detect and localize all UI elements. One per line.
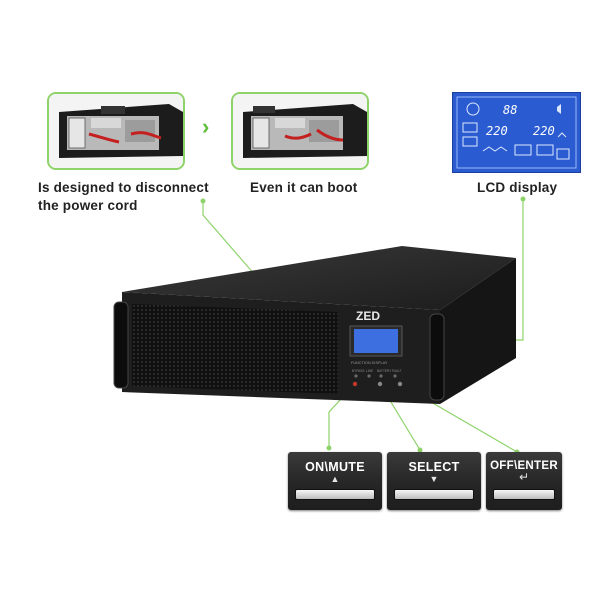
callout-dot (326, 445, 332, 451)
arrow-up-icon: ▲ (330, 474, 340, 484)
brand-logo: ZED (356, 309, 380, 323)
ups-device: ZED FUNCTION DISPLAY BYPASS LINE BATTERY… (113, 246, 516, 404)
device-onmute-button[interactable] (352, 381, 358, 387)
onmute-button-label: ON\MUTE (305, 460, 365, 474)
ups-rear-photo (49, 94, 183, 168)
arrow-next-icon: › (202, 114, 210, 139)
lcd-value-right: 220 (533, 124, 555, 138)
onmute-button-card[interactable]: ON\MUTE ▲ (288, 452, 382, 510)
indicator-label-fault: FAULT (392, 369, 402, 373)
speaker-icon (557, 104, 561, 114)
right-handle (429, 313, 445, 401)
led-bypass (354, 374, 358, 378)
lcd-value-top: 88 (503, 103, 517, 117)
arrow-down-icon: ▼ (429, 474, 439, 484)
device-select-button[interactable] (377, 381, 383, 387)
caption-lcd-line1: LCD display (477, 180, 558, 195)
ups-side (440, 258, 516, 404)
enter-arrow-icon: ↵ (518, 470, 530, 484)
caption-lcd: LCD display (477, 179, 557, 197)
caption-boot-line1: Even it can boot (250, 180, 358, 195)
callout-dot (200, 198, 206, 204)
callout-dot (520, 196, 526, 202)
indicator-label-line: LINE (366, 369, 373, 373)
caption-cord: Is designed to disconnect the power cord (38, 179, 209, 215)
lcd-screen-graphic: 88 220 220 (456, 96, 577, 169)
lcd-value-left: 220 (486, 124, 508, 138)
indicator-label-battery: BATTERY (377, 369, 392, 373)
led-line (367, 374, 371, 378)
caption-cord-line1: Is designed to disconnect (38, 180, 209, 195)
caption-boot: Even it can boot (250, 179, 357, 197)
offenter-button-card[interactable]: OFF\ENTER ↵ (486, 452, 562, 510)
panel-label: FUNCTION DISPLAY (351, 361, 388, 365)
indicator-label-bypass: BYPASS (352, 369, 365, 373)
ups-top-surface (122, 246, 516, 310)
select-button-label: SELECT (408, 460, 460, 474)
onmute-button-bar[interactable] (295, 489, 375, 500)
ups-rear-photo (233, 94, 367, 168)
lcd-screen (354, 329, 398, 353)
led-battery (379, 374, 383, 378)
device-offenter-button[interactable] (397, 381, 403, 387)
select-button-bar[interactable] (394, 489, 474, 500)
select-button-card[interactable]: SELECT ▼ (387, 452, 481, 510)
callout-line-cord (202, 201, 269, 291)
lcd-display-closeup: 88 220 220 (452, 92, 581, 173)
thumbnail-cord-disconnect (47, 92, 185, 170)
thumbnail-boot (231, 92, 369, 170)
offenter-button-label: OFF\ENTER (490, 460, 558, 472)
left-handle (113, 301, 129, 389)
offenter-button-bar[interactable] (493, 489, 555, 500)
led-fault (393, 374, 397, 378)
callout-dot (417, 447, 423, 453)
front-grille (132, 304, 338, 394)
caption-cord-line2: the power cord (38, 198, 138, 213)
